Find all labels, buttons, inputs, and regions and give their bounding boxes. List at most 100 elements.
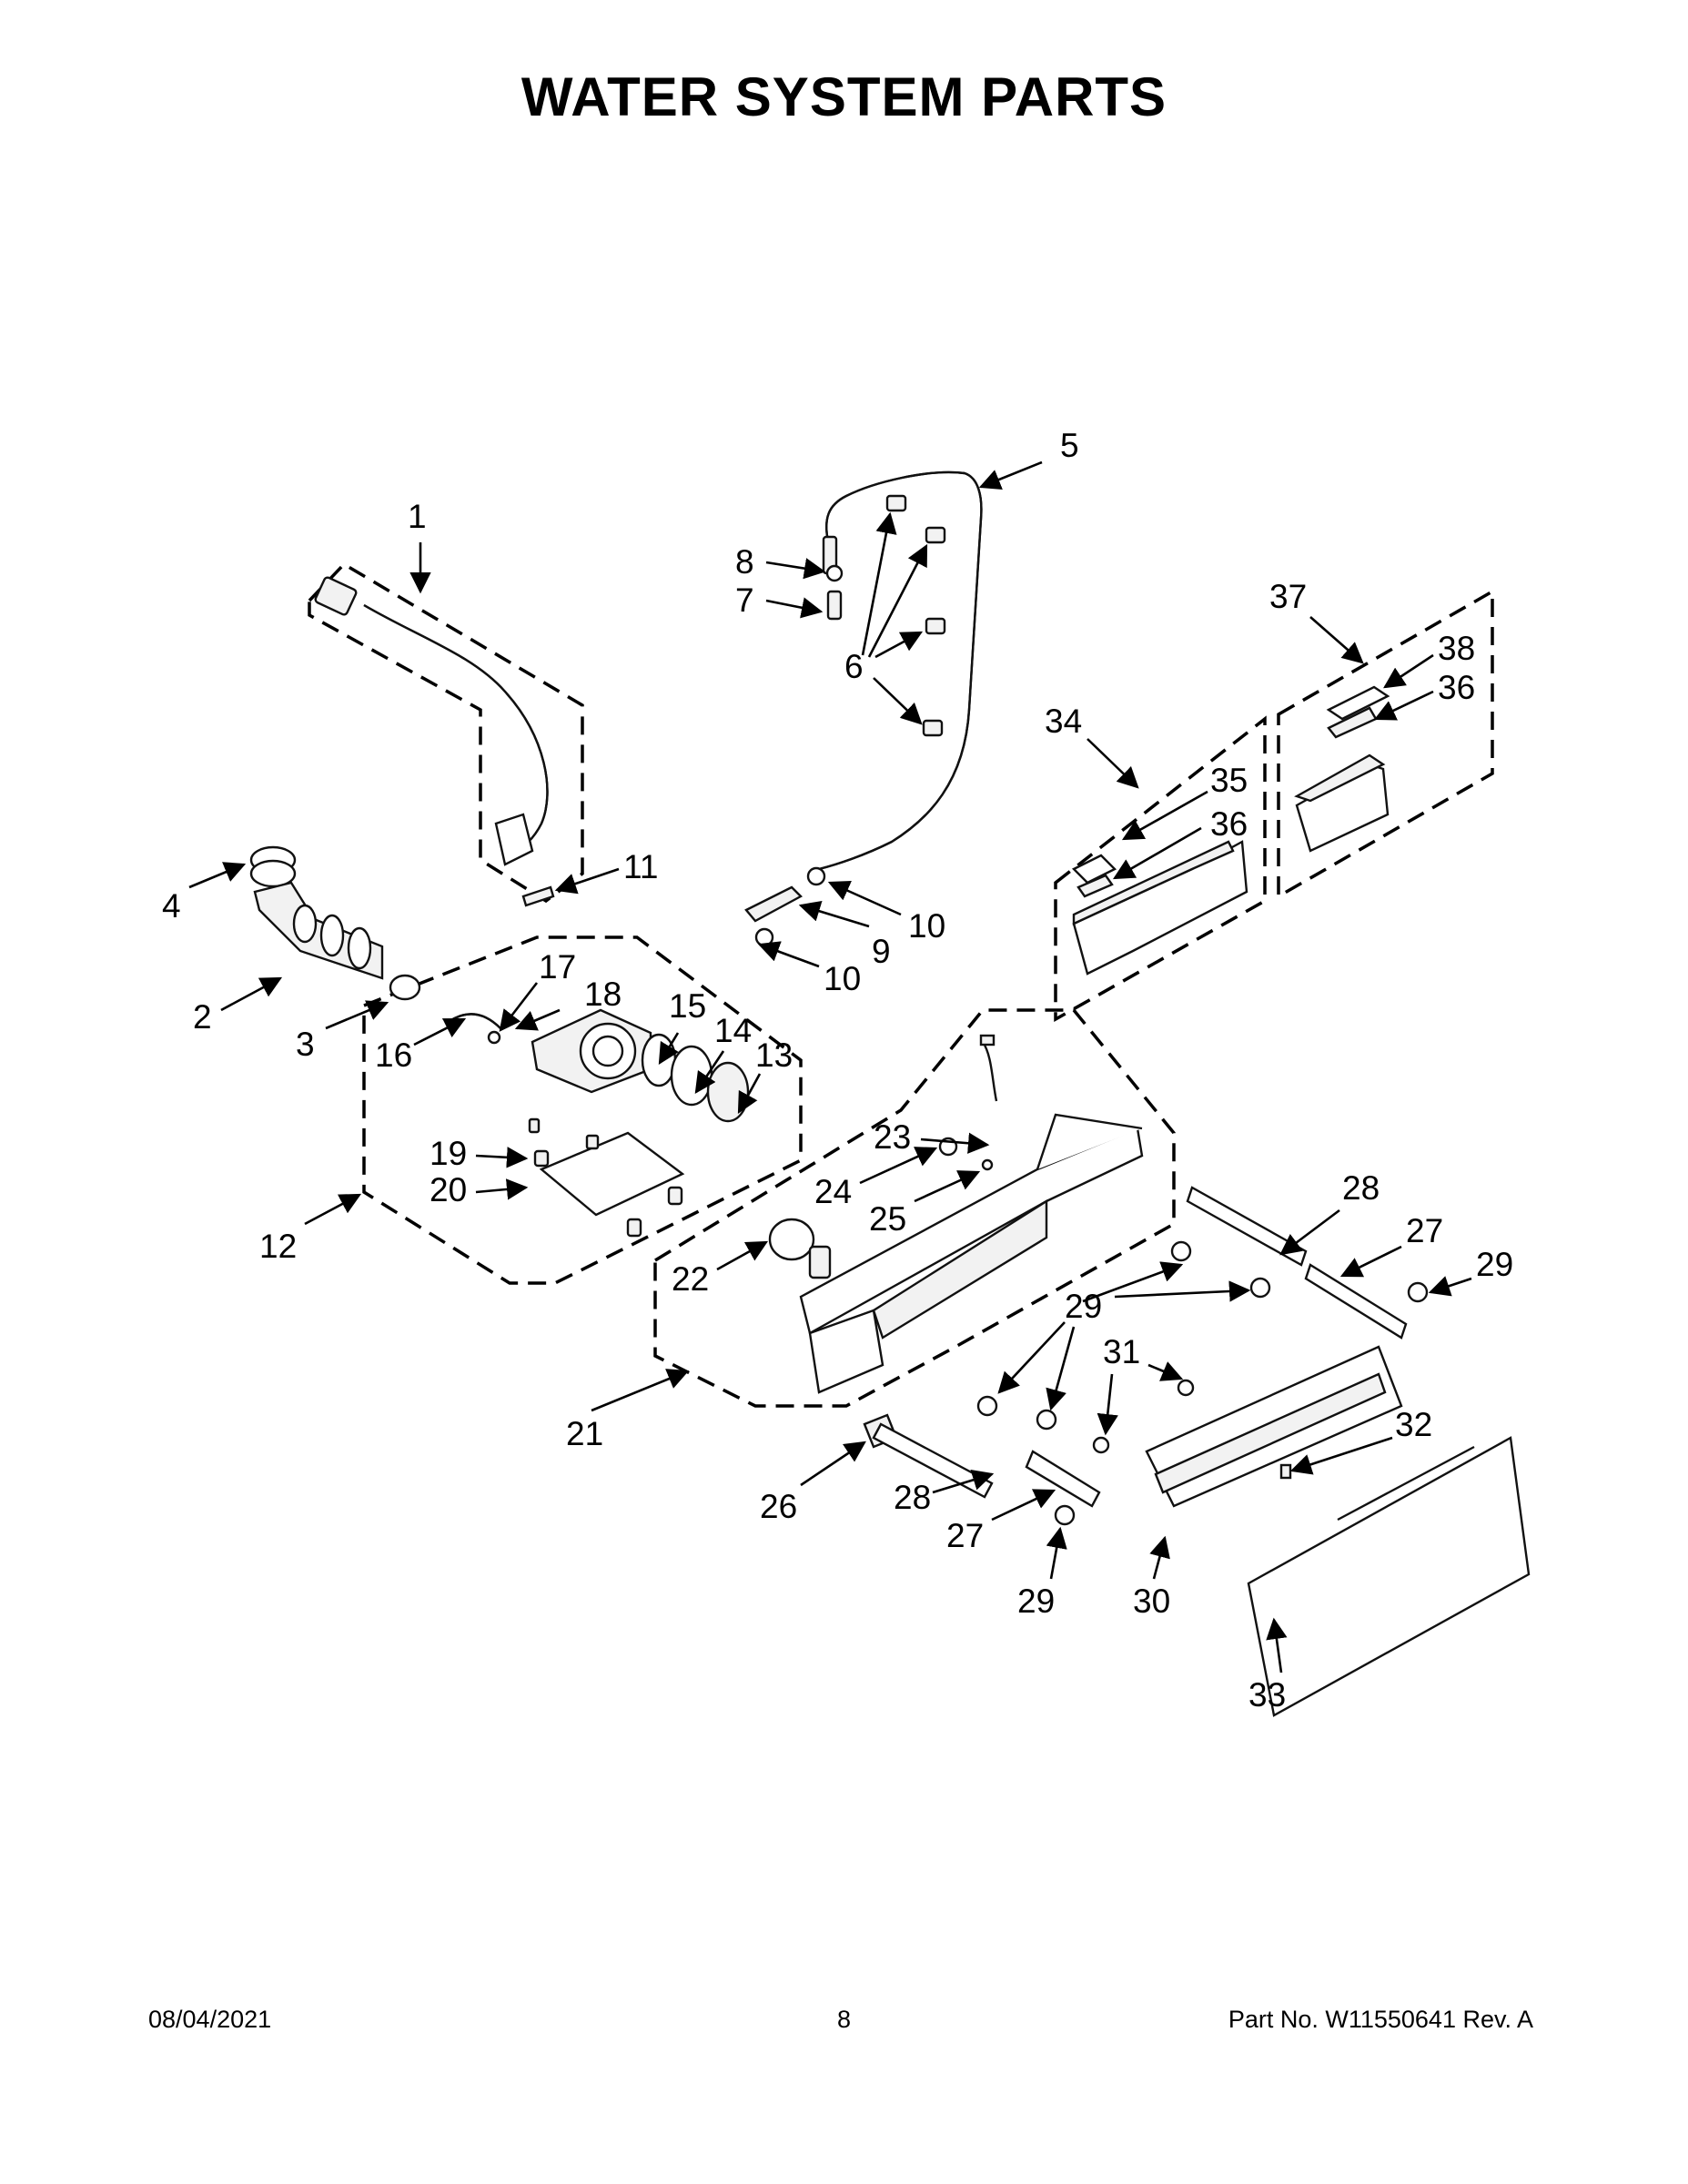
callout-12: 12 bbox=[259, 1228, 297, 1265]
callout-22: 22 bbox=[672, 1260, 709, 1298]
leader-23 bbox=[920, 1132, 990, 1154]
outline-dispenser-34 bbox=[1054, 715, 1267, 1022]
callout-36a: 36 bbox=[1210, 805, 1248, 843]
leader-29c bbox=[997, 1321, 1066, 1394]
leader-22 bbox=[716, 1240, 769, 1271]
leader-2 bbox=[220, 976, 283, 1012]
leader-29e bbox=[1428, 1276, 1472, 1297]
footer-part-number: Part No. W11550641 Rev. A bbox=[1228, 2006, 1533, 2033]
callout-labels: 1 2 3 4 5 6 7 8 9 10 10 11 12 13 14 15 1… bbox=[162, 427, 1513, 1714]
callout-37: 37 bbox=[1269, 578, 1307, 615]
leader-29b bbox=[1114, 1280, 1251, 1302]
callout-27b: 27 bbox=[946, 1517, 984, 1554]
callout-10b: 10 bbox=[824, 960, 861, 997]
page-title: WATER SYSTEM PARTS bbox=[521, 66, 1167, 127]
leader-26 bbox=[800, 1441, 866, 1487]
callout-31: 31 bbox=[1103, 1333, 1140, 1370]
callout-27a: 27 bbox=[1406, 1212, 1443, 1249]
drawer-assembly bbox=[872, 1186, 1531, 1717]
callout-34: 34 bbox=[1045, 703, 1082, 740]
leader-38 bbox=[1383, 653, 1434, 689]
footer-page-number: 8 bbox=[836, 2006, 852, 2033]
callout-26: 26 bbox=[760, 1488, 797, 1525]
base-frame bbox=[768, 1034, 1144, 1449]
leader-17 bbox=[499, 982, 539, 1032]
leader-5 bbox=[978, 460, 1043, 490]
outline-pump-assembly bbox=[362, 935, 803, 1285]
leader-arrows bbox=[188, 460, 1472, 1673]
callout-5: 5 bbox=[1060, 427, 1079, 464]
callout-3: 3 bbox=[296, 1026, 315, 1063]
callout-16: 16 bbox=[375, 1036, 412, 1074]
leader-32 bbox=[1289, 1436, 1393, 1475]
callout-21: 21 bbox=[566, 1415, 603, 1452]
callout-20: 20 bbox=[430, 1171, 467, 1208]
water-tube-assembly bbox=[744, 470, 983, 947]
leader-6b bbox=[867, 543, 928, 658]
leader-29d bbox=[1046, 1326, 1076, 1411]
group-outlines bbox=[308, 561, 1494, 1408]
leader-7 bbox=[765, 597, 824, 619]
callout-29b: 29 bbox=[1476, 1246, 1513, 1283]
callout-19: 19 bbox=[430, 1135, 467, 1172]
clip-11 bbox=[521, 885, 555, 907]
leader-28b bbox=[932, 1470, 995, 1494]
callout-2: 2 bbox=[193, 998, 212, 1036]
callout-7: 7 bbox=[735, 581, 754, 619]
outline-base-assembly bbox=[653, 1008, 1176, 1408]
callout-24: 24 bbox=[814, 1173, 852, 1210]
callout-28a: 28 bbox=[1342, 1169, 1380, 1207]
leader-36a bbox=[1112, 826, 1202, 880]
leader-33 bbox=[1266, 1617, 1288, 1673]
leader-16 bbox=[413, 1017, 467, 1046]
leader-6a bbox=[861, 511, 897, 656]
dispensers bbox=[1071, 685, 1390, 976]
leader-30 bbox=[1149, 1535, 1170, 1580]
callout-29c: 29 bbox=[1017, 1582, 1055, 1620]
leader-34 bbox=[1087, 738, 1139, 789]
leader-12 bbox=[304, 1193, 362, 1226]
callout-29a: 29 bbox=[1065, 1288, 1102, 1325]
leader-37 bbox=[1309, 616, 1364, 664]
leader-3 bbox=[325, 1000, 389, 1030]
callout-13: 13 bbox=[755, 1036, 793, 1074]
callout-32: 32 bbox=[1395, 1406, 1432, 1443]
callout-35: 35 bbox=[1210, 762, 1248, 799]
footer-date: 08/04/2021 bbox=[148, 2006, 272, 2033]
leader-10b bbox=[757, 941, 820, 968]
leader-36b bbox=[1373, 690, 1434, 721]
callout-4: 4 bbox=[162, 887, 181, 925]
callout-38: 38 bbox=[1438, 630, 1475, 667]
callout-25: 25 bbox=[869, 1200, 906, 1238]
callout-28b: 28 bbox=[894, 1479, 931, 1516]
callout-23: 23 bbox=[874, 1118, 911, 1156]
leader-6d bbox=[873, 677, 923, 725]
leader-13 bbox=[737, 1073, 762, 1115]
callout-6: 6 bbox=[844, 648, 864, 685]
leader-18 bbox=[514, 1008, 561, 1031]
leader-10a bbox=[827, 880, 902, 916]
callout-11: 11 bbox=[623, 848, 658, 885]
callout-1: 1 bbox=[408, 498, 427, 535]
leader-29a bbox=[1082, 1261, 1184, 1303]
leader-31b bbox=[1097, 1373, 1118, 1436]
callout-9: 9 bbox=[872, 933, 891, 970]
callout-8: 8 bbox=[735, 543, 754, 581]
callout-36b: 36 bbox=[1438, 669, 1475, 706]
callout-33: 33 bbox=[1248, 1676, 1286, 1714]
leader-25 bbox=[914, 1170, 981, 1203]
callout-15: 15 bbox=[669, 987, 706, 1025]
callout-30: 30 bbox=[1133, 1582, 1170, 1620]
leader-31a bbox=[1147, 1361, 1184, 1381]
callout-17: 17 bbox=[539, 948, 576, 986]
leader-14 bbox=[694, 1050, 725, 1094]
pump-assembly bbox=[445, 1008, 750, 1238]
leader-9 bbox=[798, 900, 870, 928]
leader-24 bbox=[859, 1147, 938, 1185]
leader-11 bbox=[554, 867, 620, 895]
drain-hose bbox=[314, 576, 549, 866]
leader-27a bbox=[1339, 1245, 1402, 1278]
leader-35 bbox=[1121, 790, 1208, 841]
outline-dispenser-37 bbox=[1277, 588, 1494, 900]
